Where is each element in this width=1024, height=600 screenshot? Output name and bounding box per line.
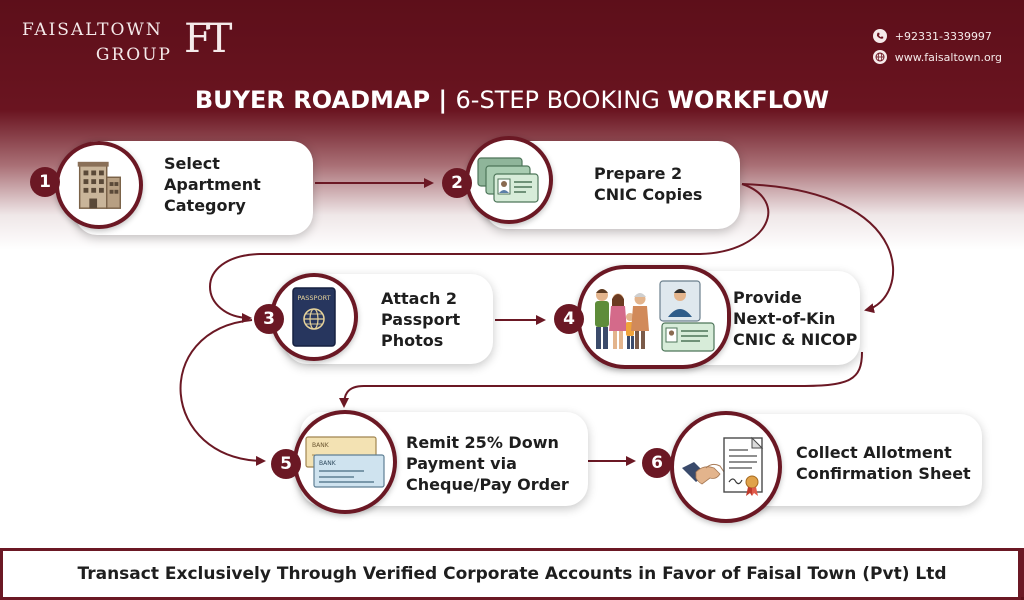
step-1-text: Select Apartment Category	[164, 153, 261, 216]
step-4-line-1: Provide	[733, 288, 802, 307]
step-5-line-3: Cheque/Pay Order	[406, 475, 569, 494]
step-2-icon-circle	[465, 136, 553, 224]
brand-monogram: FT	[184, 16, 232, 62]
step-badge-5: 5	[271, 449, 301, 479]
step-badge-2: 2	[442, 168, 472, 198]
building-icon	[77, 161, 121, 209]
passport-label: PASSPORT	[297, 294, 330, 302]
step-4-text: Provide Next-of-Kin CNIC & NICOP	[733, 287, 857, 350]
step-1-line-1: Select	[164, 154, 220, 173]
step-1-line-2: Apartment	[164, 175, 261, 194]
step-5-icon-circle: BANK BANK	[293, 410, 397, 514]
step-5-line-2: Payment via	[406, 454, 517, 473]
step-3-text: Attach 2 Passport Photos	[381, 288, 460, 351]
handshake-certificate-icon	[682, 436, 764, 496]
arrow-2-to-3	[209, 183, 770, 323]
step-4-icon-circle	[577, 265, 731, 369]
brand-name-line1: FAISALTOWN	[22, 20, 163, 40]
contact-phone-row: +92331-3339997	[872, 26, 1002, 46]
step-3-line-1: Attach 2	[381, 289, 458, 308]
step-5-text: Remit 25% Down Payment via Cheque/Pay Or…	[406, 432, 569, 495]
brand-logo-text: FAISALTOWN GROUP	[22, 20, 172, 65]
contact-website[interactable]: www.faisaltown.org	[894, 50, 1002, 64]
footer-notice: Transact Exclusively Through Verified Co…	[0, 548, 1021, 600]
arrow-2-to-4	[741, 183, 895, 314]
step-badge-3: 3	[254, 304, 284, 334]
step-6-line-2: Confirmation Sheet	[796, 464, 971, 483]
title-part2: 6-STEP BOOKING	[455, 86, 668, 114]
step-6-line-1: Collect Allotment	[796, 443, 952, 462]
step-badge-6: 6	[642, 448, 672, 478]
step-1-icon-circle	[55, 141, 143, 229]
footer-edge	[1018, 548, 1024, 597]
passport-icon: PASSPORT	[292, 287, 336, 347]
footer-text: Transact Exclusively Through Verified Co…	[77, 564, 947, 584]
step-2-line-1: Prepare 2	[594, 164, 683, 183]
step-5-line-1: Remit 25% Down	[406, 433, 559, 452]
brand-name-line2: GROUP	[95, 45, 172, 65]
bank-label-back: BANK	[312, 442, 330, 449]
bank-cheque-icon: BANK BANK	[305, 436, 385, 488]
arrow-3-to-5	[179, 319, 266, 466]
phone-icon	[872, 29, 887, 43]
contact-block: +92331-3339997 www.faisaltown.org	[872, 26, 1002, 68]
contact-web-row: www.faisaltown.org	[872, 47, 1002, 67]
family-id-icon	[595, 280, 715, 352]
globe-icon	[872, 50, 887, 64]
step-3-line-2: Passport	[381, 310, 461, 329]
step-6-icon-circle	[670, 411, 782, 523]
step-2-text: Prepare 2 CNIC Copies	[594, 163, 702, 205]
id-cards-icon	[477, 157, 539, 203]
arrow-4-to-5	[339, 351, 863, 408]
step-1-line-3: Category	[164, 196, 246, 215]
step-4-line-2: Next-of-Kin	[733, 309, 836, 328]
step-badge-1: 1	[30, 167, 60, 197]
page-title: BUYER ROADMAP | 6-STEP BOOKING WORKFLOW	[0, 86, 1024, 114]
step-2-line-2: CNIC Copies	[594, 185, 703, 204]
title-part1: BUYER ROADMAP |	[194, 86, 456, 114]
step-badge-4: 4	[554, 304, 584, 334]
step-6-text: Collect Allotment Confirmation Sheet	[796, 442, 971, 484]
title-part3: WORKFLOW	[667, 86, 830, 114]
bank-label-front: BANK	[319, 460, 337, 467]
step-3-line-3: Photos	[381, 331, 444, 350]
step-4-line-3: CNIC & NICOP	[733, 330, 858, 349]
contact-phone: +92331-3339997	[894, 29, 992, 43]
